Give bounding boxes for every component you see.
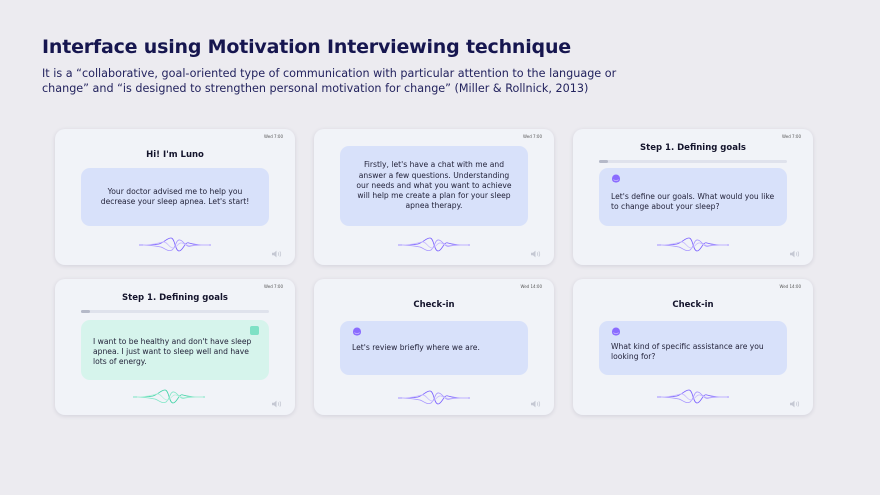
progress-bar	[81, 310, 269, 313]
voice-wave-icon	[657, 237, 729, 252]
message-text: Your doctor advised me to help you decre…	[100, 186, 250, 206]
screen-card-check-in: Wed 14:00 Check-in Let's review briefly …	[314, 279, 554, 415]
message-text: Let's review briefly where we are.	[352, 342, 480, 352]
assistant-message-bubble: What kind of specific assistance are you…	[599, 321, 787, 375]
speaker-icon[interactable]	[272, 250, 283, 258]
assistant-message-bubble: Let's review briefly where we are.	[340, 321, 528, 375]
page-title: Interface using Motivation Interviewing …	[42, 36, 571, 58]
voice-wave-icon	[133, 389, 205, 404]
status-time: Wed 14:00	[520, 284, 542, 289]
voice-wave-icon	[398, 390, 470, 405]
user-message-bubble: I want to be healthy and don't have slee…	[81, 320, 269, 380]
page-subtitle: It is a “collaborative, goal-oriented ty…	[42, 67, 617, 95]
speaker-icon[interactable]	[531, 400, 542, 408]
message-text: What kind of specific assistance are you…	[611, 341, 764, 361]
screen-card-check-in-assistance: Wed 14:00 Check-in What kind of specific…	[573, 279, 813, 415]
status-time: Wed 7:00	[523, 134, 542, 139]
luno-avatar-icon	[612, 327, 620, 336]
screen-card-user-goal: Wed 7:00 Step 1. Defining goals I want t…	[55, 279, 295, 415]
message-text: Firstly, let's have a chat with me and a…	[356, 160, 512, 211]
voice-wave-icon	[398, 237, 470, 252]
screen-title: Hi! I'm Luno	[146, 150, 204, 160]
screen-card-define-goals: Wed 7:00 Step 1. Defining goals Let's de…	[573, 129, 813, 265]
screen-title: Step 1. Defining goals	[640, 143, 746, 153]
status-time: Wed 7:00	[782, 134, 801, 139]
speaker-icon[interactable]	[272, 400, 283, 408]
progress-bar	[599, 160, 787, 163]
speaker-icon[interactable]	[790, 400, 801, 408]
user-avatar-icon	[250, 326, 259, 335]
screen-card-welcome: Wed 7:00 Hi! I'm Luno Your doctor advise…	[55, 129, 295, 265]
voice-wave-icon	[139, 237, 211, 252]
speaker-icon[interactable]	[531, 250, 542, 258]
message-text: I want to be healthy and don't have slee…	[93, 336, 252, 367]
status-time: Wed 7:00	[264, 134, 283, 139]
screen-card-intro: Wed 7:00 Firstly, let's have a chat with…	[314, 129, 554, 265]
status-time: Wed 14:00	[779, 284, 801, 289]
speaker-icon[interactable]	[790, 250, 801, 258]
assistant-message-bubble: Your doctor advised me to help you decre…	[81, 168, 269, 226]
assistant-message-bubble: Firstly, let's have a chat with me and a…	[340, 146, 528, 226]
status-time: Wed 7:00	[264, 284, 283, 289]
assistant-message-bubble: Let's define our goals. What would you l…	[599, 168, 787, 226]
screen-title: Check-in	[413, 300, 455, 310]
message-text: Let's define our goals. What would you l…	[611, 191, 775, 211]
luno-avatar-icon	[353, 327, 361, 336]
screen-title: Step 1. Defining goals	[122, 293, 228, 303]
luno-avatar-icon	[612, 174, 620, 183]
screen-title: Check-in	[672, 300, 714, 310]
voice-wave-icon	[657, 389, 729, 404]
